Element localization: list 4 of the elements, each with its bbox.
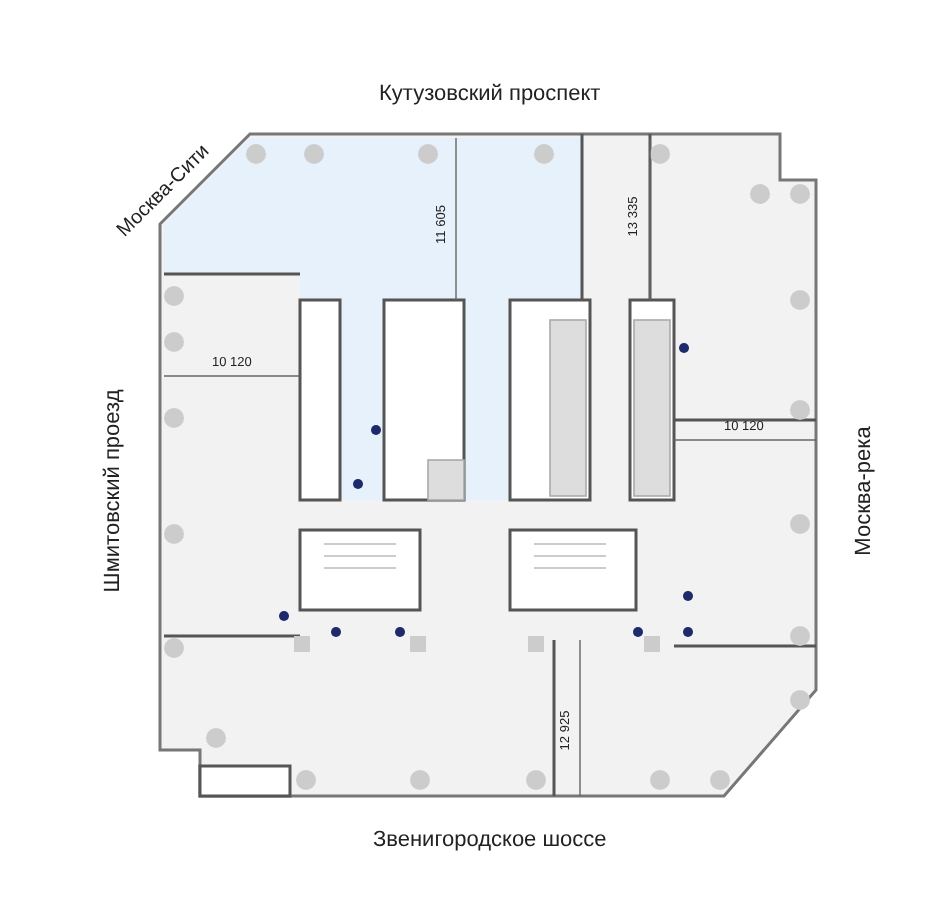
street-label: Шмитовский проезд [102, 388, 125, 592]
street-label: Звенигородское шоссе [373, 829, 607, 851]
street-label: Кутузовский проспект [379, 83, 601, 105]
river-label: Москва-река [852, 425, 875, 555]
